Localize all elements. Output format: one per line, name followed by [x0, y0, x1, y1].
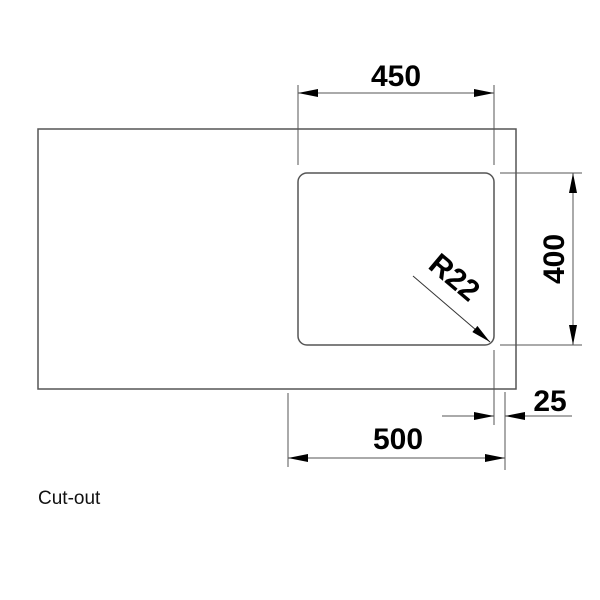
svg-text:25: 25	[533, 385, 566, 418]
svg-text:500: 500	[373, 423, 423, 456]
dimension-radius: R22	[412, 247, 491, 343]
countertop-outline	[37, 128, 517, 390]
dimension-500: 500	[287, 393, 505, 467]
svg-text:450: 450	[371, 60, 421, 93]
caption-label: Cut-out	[38, 488, 101, 509]
sink-bowl-outline	[297, 172, 495, 346]
dimension-450: 450	[297, 60, 495, 165]
svg-text:R22: R22	[422, 247, 485, 308]
dimension-400: 400	[500, 172, 582, 346]
dimension-25: 25	[442, 350, 572, 470]
svg-text:400: 400	[538, 234, 571, 284]
